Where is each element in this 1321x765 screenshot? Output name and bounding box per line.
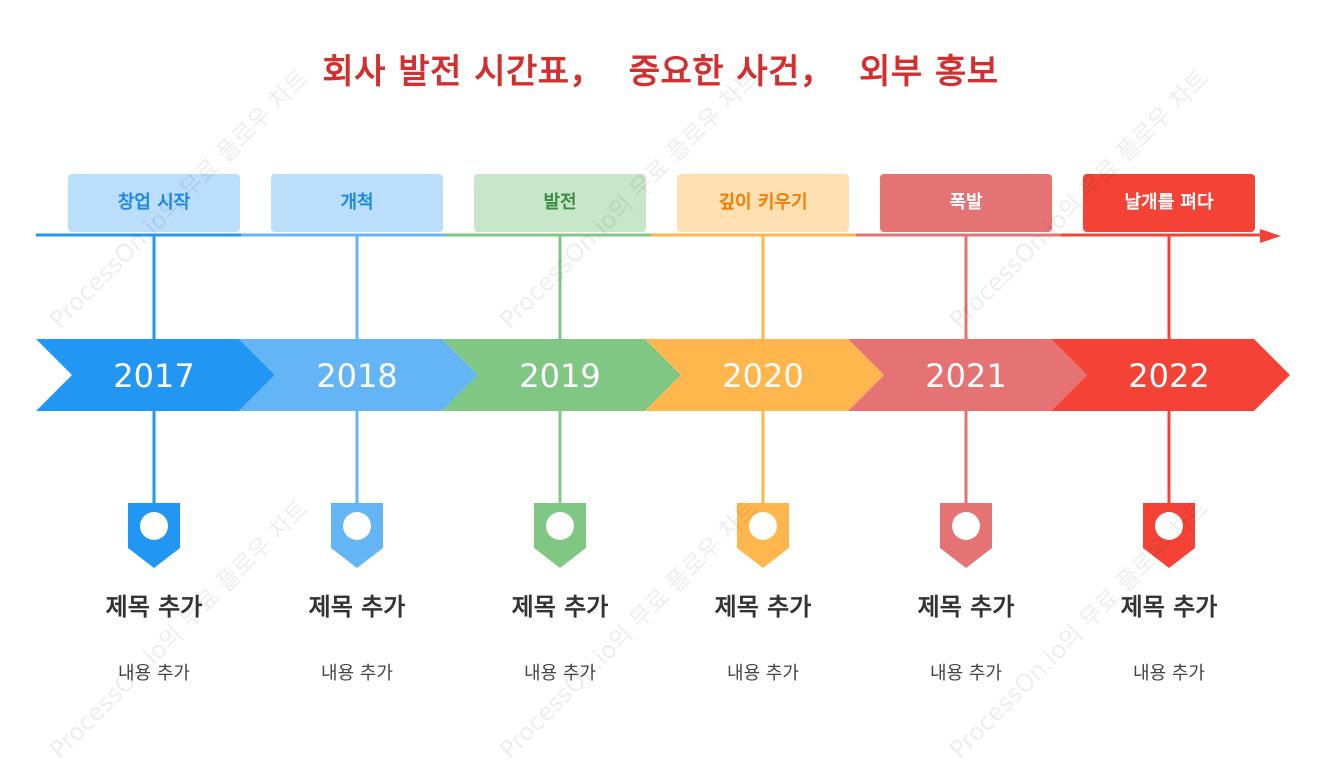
item-content: 내용 추가 [118, 663, 190, 684]
year-label: 2017 [113, 357, 195, 395]
year-chevron [848, 339, 1087, 411]
item-content: 내용 추가 [930, 663, 1002, 684]
pin-hole [749, 512, 777, 540]
pin-hole [1155, 512, 1183, 540]
stage-label-box: 발전 [474, 174, 646, 232]
stage-label-box: 날개를 펴다 [1083, 174, 1255, 232]
stage-label-box: 창업 시작 [68, 174, 240, 232]
stage-label: 깊이 키우기 [718, 192, 808, 213]
year-chevron [1051, 339, 1290, 411]
year-label: 2020 [722, 357, 804, 395]
item-content: 내용 추가 [524, 663, 596, 684]
item-content: 내용 추가 [321, 663, 393, 684]
stage-label: 폭발 [949, 192, 983, 213]
item-title: 제목 추가 [714, 593, 812, 621]
timeline-arrowhead [1260, 229, 1281, 243]
item-title: 제목 추가 [1120, 593, 1218, 621]
pin-hole [952, 512, 980, 540]
item-title: 제목 추가 [917, 593, 1015, 621]
year-label: 2022 [1128, 357, 1210, 395]
year-chevron [239, 339, 478, 411]
item-title: 제목 추가 [308, 593, 406, 621]
pin-hole [546, 512, 574, 540]
page-title: 회사 발전 시간표， 중요한 사건， 외부 홍보 [322, 52, 999, 92]
timeline-diagram [36, 229, 1290, 568]
pin-hole [140, 512, 168, 540]
year-chevron [36, 339, 275, 411]
year-label: 2021 [925, 357, 1007, 395]
item-title: 제목 추가 [105, 593, 203, 621]
stage-label-box: 개척 [271, 174, 443, 232]
item-content: 내용 추가 [1133, 663, 1205, 684]
pin-hole [343, 512, 371, 540]
stage-label-box: 폭발 [880, 174, 1052, 232]
stage-label-box: 깊이 키우기 [677, 174, 849, 232]
stage-label: 날개를 펴다 [1124, 192, 1214, 213]
year-label: 2019 [519, 357, 601, 395]
stage-label: 창업 시작 [117, 192, 191, 213]
stage-label: 개척 [340, 192, 374, 213]
stage-label: 발전 [543, 192, 577, 213]
year-chevron [645, 339, 884, 411]
item-content: 내용 추가 [727, 663, 799, 684]
item-title: 제목 추가 [511, 593, 609, 621]
year-chevron [442, 339, 681, 411]
year-label: 2018 [316, 357, 398, 395]
